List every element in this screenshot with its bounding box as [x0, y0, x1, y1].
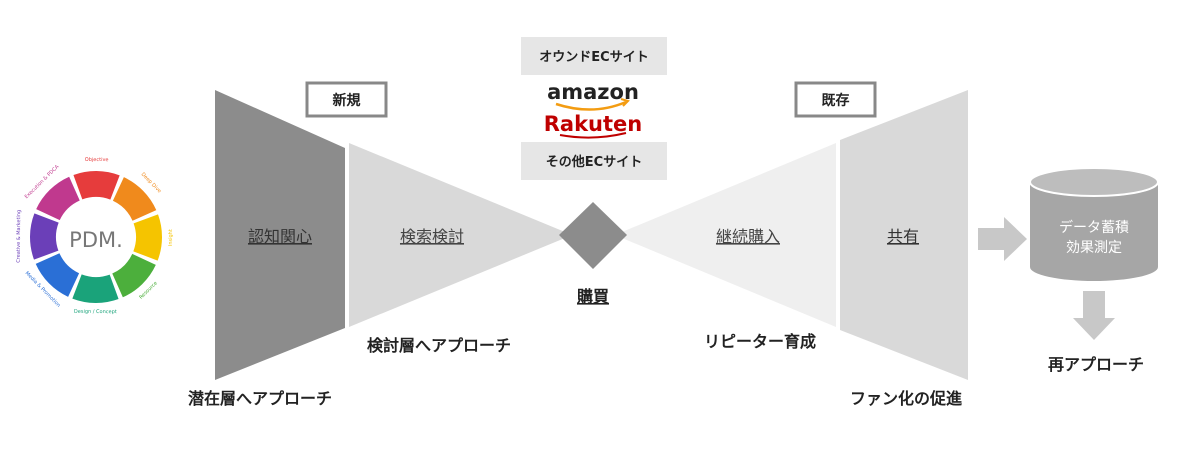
- database-top: [1029, 167, 1159, 197]
- logo-brand-text: PDM.: [69, 228, 123, 252]
- database-line1: データ蓄積: [1059, 219, 1129, 236]
- caption-consider-approach: 検討層へアプローチ: [367, 336, 511, 355]
- logo-segment-label: Creative & Marketing: [16, 210, 22, 263]
- logo-segment: [35, 253, 80, 297]
- logo-segment-label: Design / Concept: [74, 309, 117, 315]
- arrow-right-icon: [978, 217, 1027, 261]
- logo-wheel: [30, 171, 163, 304]
- logo-segment-label: Objective: [85, 157, 109, 163]
- rakuten-swoosh-icon: [559, 132, 627, 139]
- channel-owned-box: [521, 37, 667, 75]
- channel-rakuten-logo: Rakuten: [544, 112, 643, 136]
- funnel-stage-repeat: [622, 143, 836, 327]
- stage-label-search: 検索検討: [400, 227, 464, 246]
- database-bottom: [1030, 253, 1158, 281]
- logo-center: [60, 201, 132, 273]
- logo-segment: [73, 171, 120, 200]
- channel-other: その他ECサイト: [546, 154, 642, 170]
- caption-latent-approach: 潜在層へアプローチ: [188, 389, 332, 408]
- logo-segment-label: Insight: [168, 229, 174, 246]
- database-cylinder: データ蓄積 効果測定: [1029, 167, 1159, 281]
- tag-new: 新規: [333, 92, 361, 109]
- stage-label-share: 共有: [887, 227, 919, 246]
- purchase-label: 購買: [576, 287, 609, 306]
- funnel-stage-search: [349, 143, 565, 327]
- caption-reapproach: 再アプローチ: [1048, 355, 1144, 374]
- funnel-stage-awareness: [215, 90, 345, 380]
- logo-segment: [30, 213, 59, 260]
- channel-owned: オウンドECサイト: [539, 50, 648, 65]
- logo-segment: [133, 214, 163, 261]
- stage-label-awareness: 認知関心: [248, 227, 312, 246]
- purchase-diamond: [559, 202, 627, 269]
- amazon-smile-icon: [555, 100, 627, 111]
- stage-label-repeat: 継続購入: [716, 227, 780, 246]
- logo-segment: [36, 176, 80, 221]
- caption-repeater: リピーター育成: [704, 332, 816, 351]
- logo-segment: [72, 274, 119, 304]
- tag-existing: 既存: [822, 92, 850, 109]
- logo-segment: [112, 177, 157, 221]
- amazon-arrow-icon: [620, 98, 630, 107]
- channel-other-box: [521, 142, 667, 180]
- funnel-stage-share: [840, 90, 968, 380]
- tag-new-box: [305, 81, 388, 118]
- logo-segment: [112, 253, 156, 298]
- database-line2: 効果測定: [1066, 240, 1122, 256]
- tag-existing-box: [794, 81, 877, 118]
- arrow-down-icon: [1073, 291, 1115, 340]
- caption-fan: ファン化の促進: [850, 389, 962, 408]
